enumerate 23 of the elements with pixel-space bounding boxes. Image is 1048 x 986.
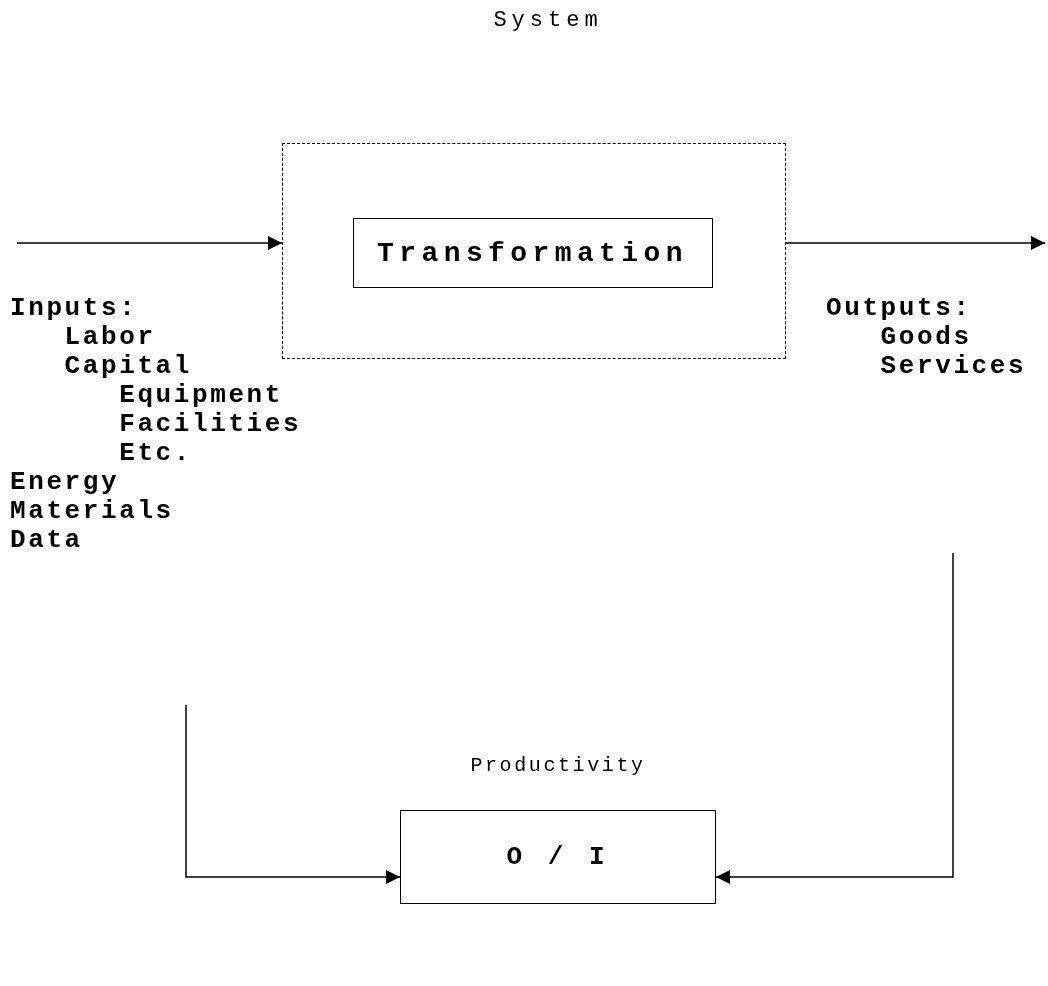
process-box bbox=[400, 810, 716, 904]
list-item: Labor bbox=[64, 323, 156, 352]
box-label: O / I bbox=[506, 842, 610, 872]
arrow bbox=[785, 236, 1046, 250]
list-heading: Outputs: bbox=[826, 294, 972, 323]
list-item: Equipment bbox=[119, 381, 283, 410]
arrow bbox=[16, 236, 283, 250]
system-label: System bbox=[493, 8, 603, 33]
list-item: Services bbox=[880, 352, 1027, 381]
list-item: Etc. bbox=[119, 439, 192, 468]
list-item: Energy bbox=[10, 468, 120, 497]
list-heading: Inputs: bbox=[10, 294, 138, 323]
list-item: Data bbox=[10, 526, 83, 555]
list-item: Facilities bbox=[119, 410, 302, 439]
process-box bbox=[352, 217, 713, 288]
arrow bbox=[185, 704, 401, 884]
arrow bbox=[715, 552, 954, 884]
box-label: Transformation bbox=[377, 237, 688, 268]
box-caption: Productivity bbox=[470, 754, 646, 777]
system-boundary-box bbox=[282, 143, 786, 359]
list-item: Capital bbox=[64, 352, 192, 381]
list-item: Goods bbox=[880, 323, 972, 352]
list-item: Materials bbox=[10, 497, 174, 526]
